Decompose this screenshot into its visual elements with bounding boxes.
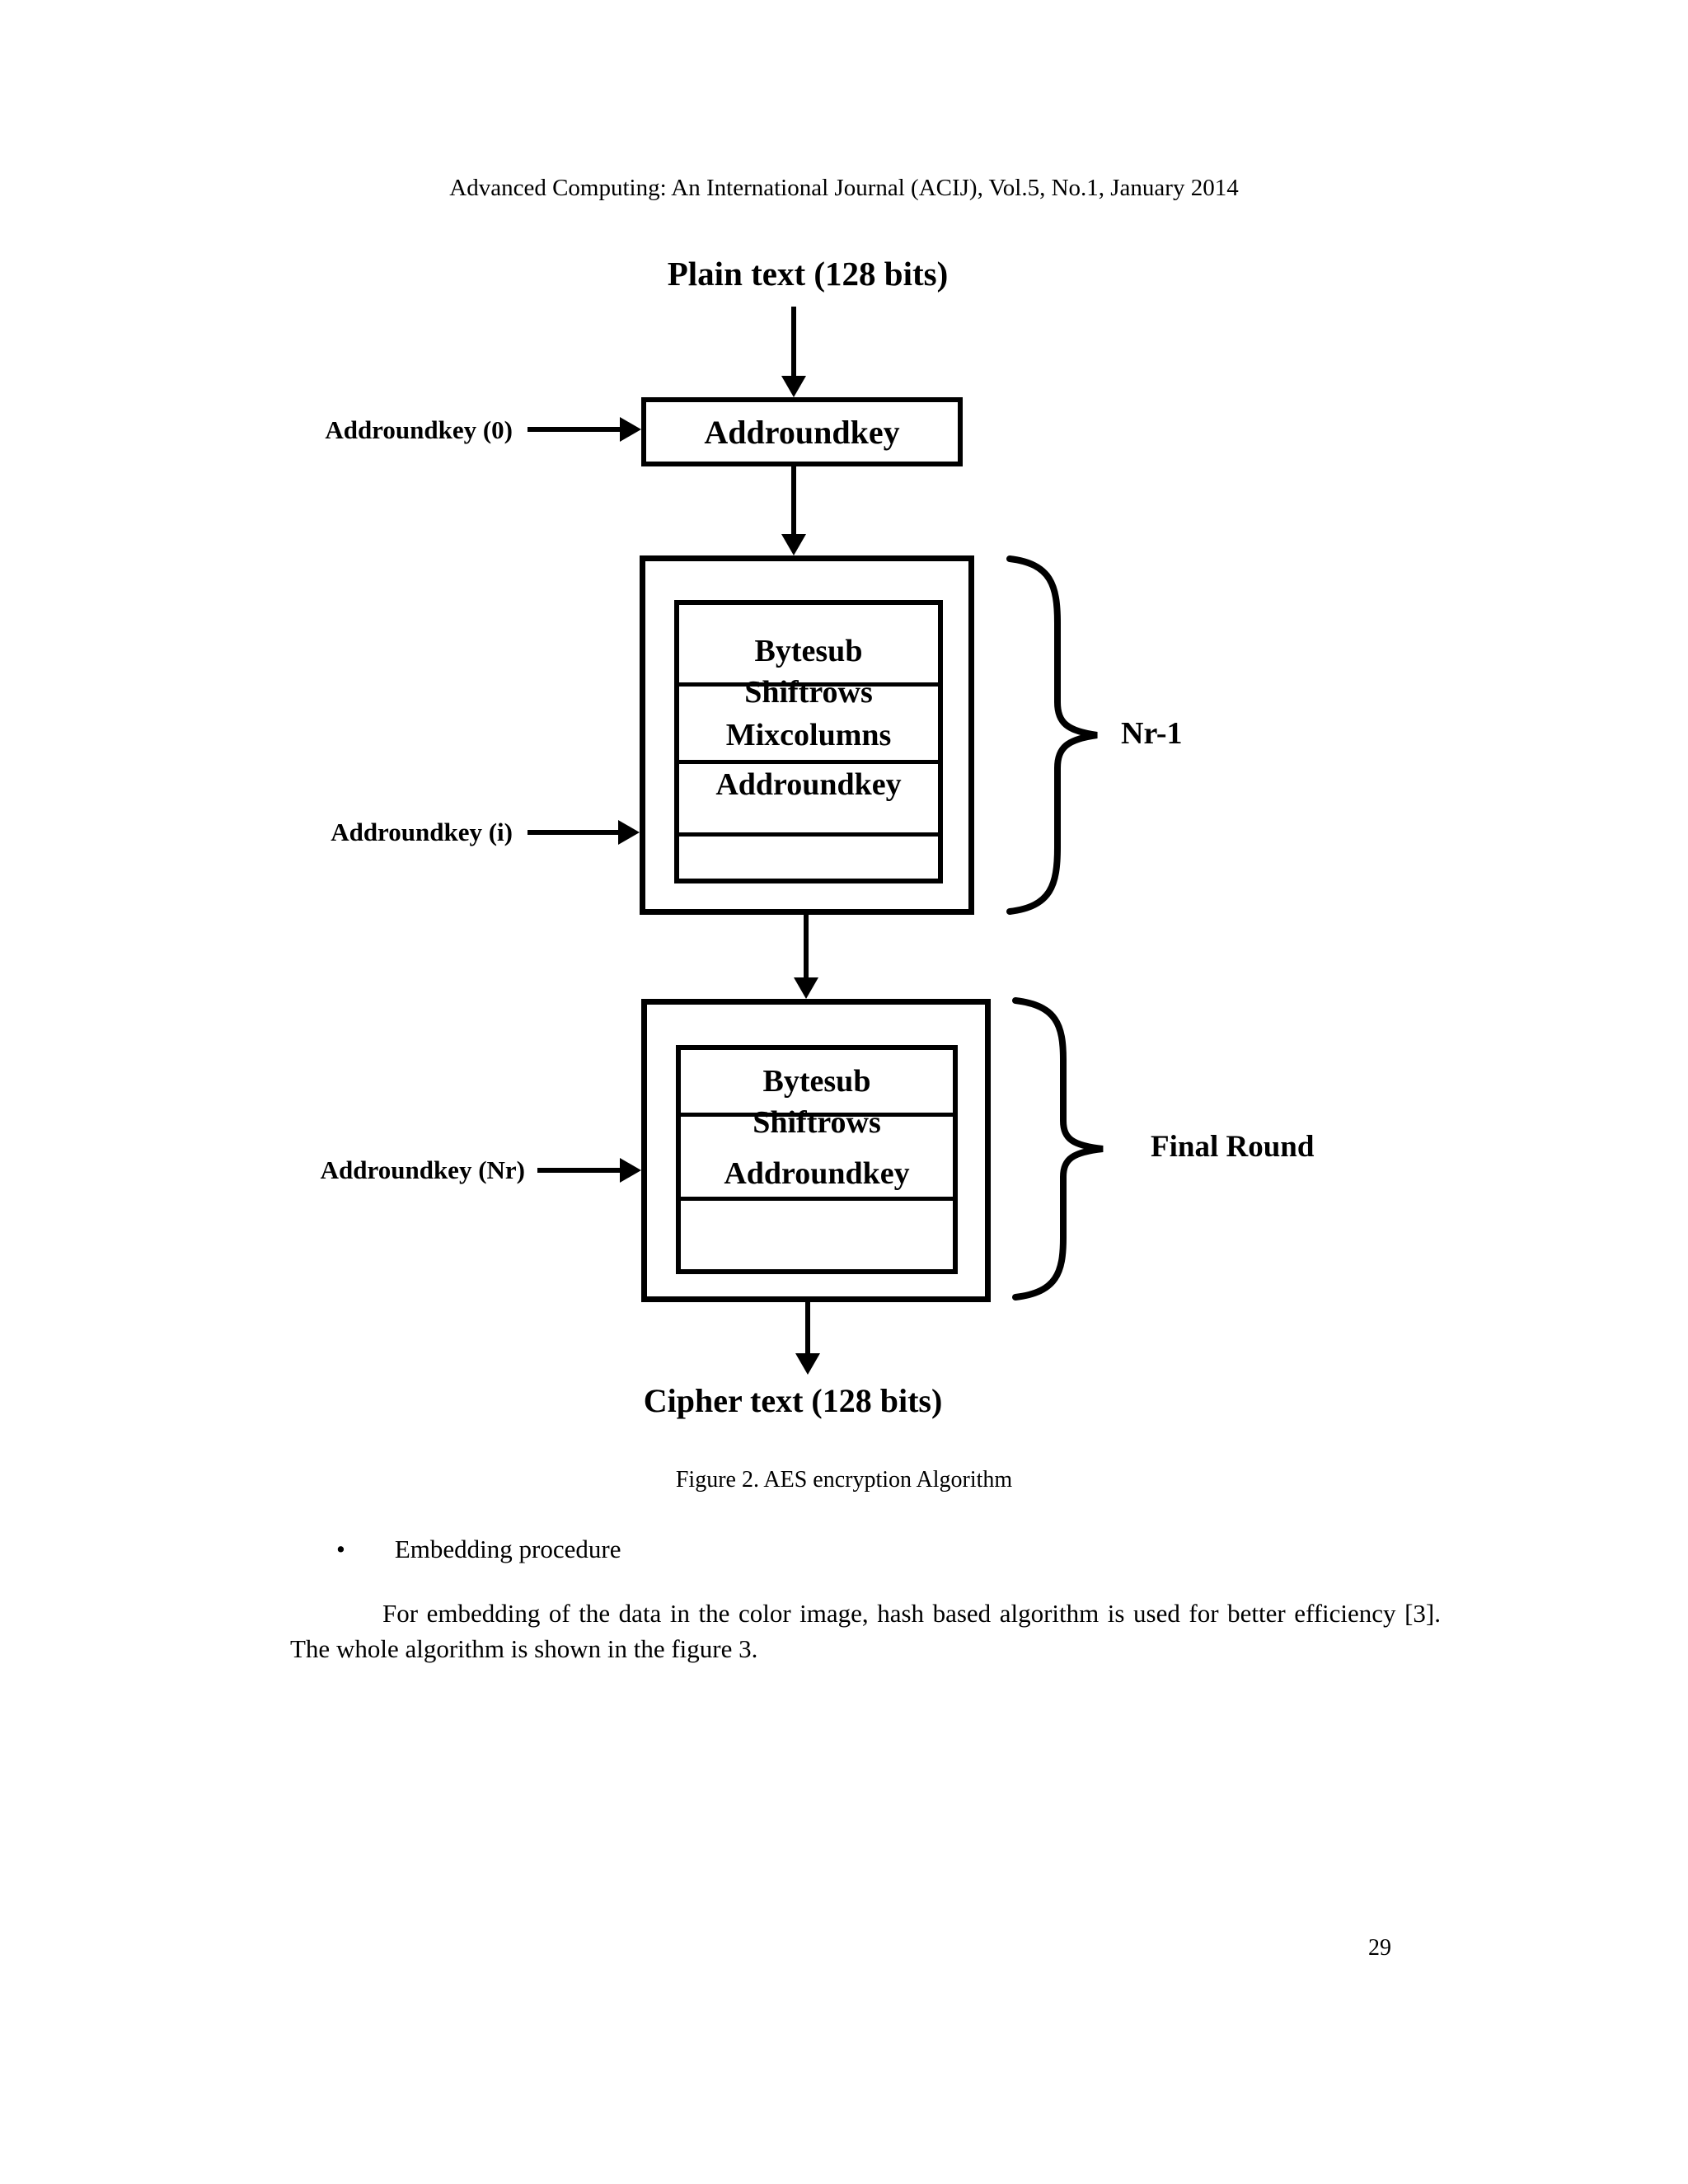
addroundkey-0-label: Addroundkey (0) [325,415,513,444]
plain-text-label: Plain text (128 bits) [667,255,949,293]
round-divider-3 [679,832,938,837]
arrow-down-4-line [805,1302,810,1355]
arrow-down-1-head-icon [781,376,806,397]
round-divider-1 [679,682,938,687]
arrow-right-2-line [528,830,618,835]
arrow-down-3-line [804,915,809,979]
final-round-brace-label: Final Round [1151,1130,1315,1164]
figure-caption: Figure 2. AES encryption Algorithm [675,1467,1013,1493]
addroundkey-box: Addroundkey [641,397,963,466]
round-step-shiftrows: Shiftrows [744,675,873,710]
addroundkey-i-label: Addroundkey (i) [331,818,513,846]
final-divider-1 [681,1113,953,1117]
nr-brace-icon [1006,555,1098,915]
arrow-down-2-head-icon [781,534,806,555]
addroundkey-nr-label: Addroundkey (Nr) [320,1155,525,1184]
bullet-item-text: Embedding procedure [394,1535,621,1563]
arrow-right-1-line [528,427,620,432]
cipher-text-label: Cipher text (128 bits) [643,1382,943,1419]
round-step-addroundkey: Addroundkey [715,767,902,802]
final-step-bytesub: Bytesub [762,1064,871,1099]
final-round-inner-box: Bytesub Shiftrows Addroundkey [676,1045,958,1274]
final-step-shiftrows: Shiftrows [753,1105,881,1140]
nr-brace-label: Nr-1 [1121,716,1183,751]
page-number: 29 [1368,1935,1391,1961]
arrow-down-4-head-icon [795,1353,820,1375]
round-outer-box [640,555,974,915]
final-round-brace-icon [1012,997,1104,1301]
arrow-down-2-line [791,466,796,536]
bullet-marker: • [336,1535,345,1563]
arrow-right-1-head-icon [620,417,641,442]
body-paragraph: For embedding of the data in the color i… [290,1599,1441,1664]
round-divider-2 [679,760,938,764]
arrow-right-3-line [537,1168,620,1173]
journal-header: Advanced Computing: An International Jou… [449,175,1239,201]
arrow-down-3-head-icon [794,977,818,999]
bullet-list-item: • Embedding procedure [336,1535,621,1564]
arrow-down-1-line [791,307,796,377]
final-step-addroundkey: Addroundkey [724,1156,910,1191]
arrow-right-3-head-icon [620,1158,641,1183]
round-inner-box: Bytesub Shiftrows Mixcolumns Addroundkey [674,600,943,883]
round-step-bytesub: Bytesub [754,634,863,668]
arrow-right-2-head-icon [618,820,640,845]
final-divider-2 [681,1197,953,1201]
round-step-mixcolumns: Mixcolumns [725,718,892,752]
